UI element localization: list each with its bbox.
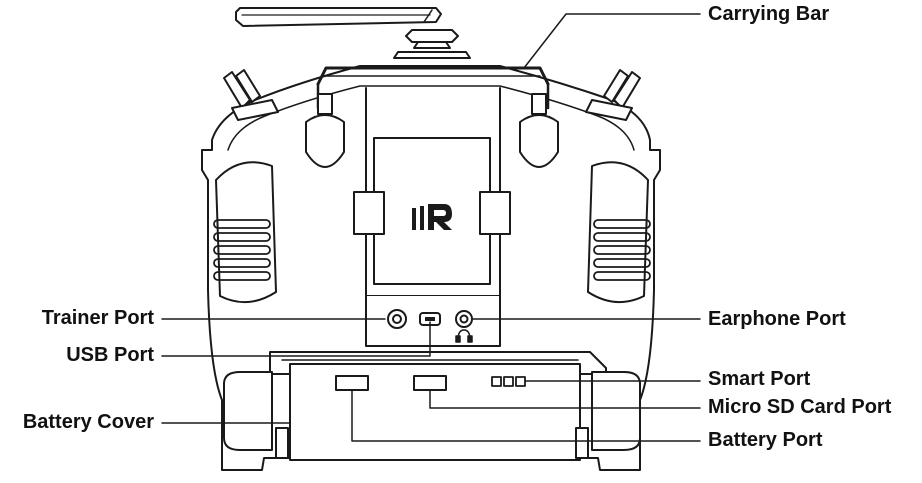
right-grip — [587, 161, 651, 303]
bottom-ports — [335, 375, 526, 391]
label-earphone-port: Earphone Port — [708, 308, 846, 330]
label-trainer-port: Trainer Port — [41, 307, 154, 329]
antenna — [235, 7, 471, 59]
label-usb-port: USB Port — [66, 344, 154, 366]
label-battery-port: Battery Port — [708, 429, 823, 451]
brand-logo-icon — [412, 204, 452, 230]
headphone-icon — [455, 329, 473, 343]
leader-lines — [161, 13, 701, 442]
rear-knobs — [305, 93, 559, 168]
battery-port-socket — [335, 375, 369, 391]
leader-micro-sd-card-port — [429, 389, 701, 409]
port-panel — [365, 295, 501, 347]
label-battery-cover: Battery Cover — [22, 411, 154, 433]
leader-battery-port — [351, 389, 701, 442]
label-carrying-bar: Carrying Bar — [708, 3, 830, 25]
left-switches — [223, 69, 279, 121]
micro-sd-card-slot — [413, 375, 447, 391]
smart-port-socket — [491, 376, 526, 387]
right-switches — [585, 69, 641, 121]
leader-carrying-bar — [523, 13, 701, 69]
left-grip — [213, 161, 277, 303]
label-smart-port: Smart Port — [708, 368, 811, 390]
label-micro-sd-card-port: Micro SD Card Port — [708, 396, 892, 418]
center-module — [353, 87, 511, 297]
leader-usb-port — [161, 321, 431, 357]
